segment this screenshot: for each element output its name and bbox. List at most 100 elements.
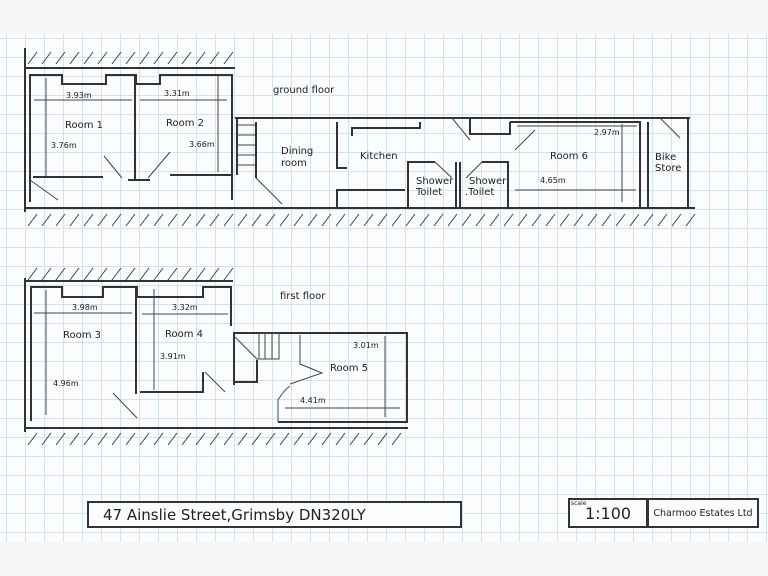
hatch-mark bbox=[209, 213, 220, 227]
hatch-mark bbox=[279, 213, 290, 227]
hatch-mark bbox=[237, 432, 248, 446]
hatch-mark bbox=[181, 432, 192, 446]
first-floor-plan: first floor 3.98m Room 3 4.96m 3.32m Roo… bbox=[24, 278, 408, 432]
hatch-mark bbox=[27, 51, 38, 65]
hatch-mark bbox=[195, 432, 206, 446]
bike-store-label-2: Store bbox=[655, 163, 681, 174]
room-6-depth: 2.97m bbox=[594, 128, 620, 137]
room-3-width: 3.98m bbox=[72, 303, 98, 312]
hatch-mark bbox=[139, 51, 150, 65]
hatch-mark bbox=[363, 213, 374, 227]
shower-toilet-2-label: Shower bbox=[469, 176, 507, 187]
hatch-mark bbox=[97, 432, 108, 446]
hatch-mark bbox=[125, 213, 136, 227]
hatch-mark bbox=[153, 432, 164, 446]
hatch-mark bbox=[55, 213, 66, 227]
hatch-mark bbox=[265, 432, 276, 446]
hatch-mark bbox=[391, 213, 402, 227]
hatch-mark bbox=[223, 213, 234, 227]
room-1-depth: 3.76m bbox=[51, 141, 77, 150]
hatch-mark bbox=[69, 51, 80, 65]
hatch-mark bbox=[181, 51, 192, 65]
hatch-mark bbox=[111, 267, 122, 281]
hatch-mark bbox=[83, 213, 94, 227]
hatch-mark bbox=[587, 213, 598, 227]
hatch-mark bbox=[321, 213, 332, 227]
hatch-mark bbox=[181, 267, 192, 281]
hatch-mark bbox=[685, 213, 696, 227]
hatch-mark bbox=[153, 213, 164, 227]
hatch-mark bbox=[97, 267, 108, 281]
hatch-mark bbox=[503, 213, 514, 227]
shower-toilet-1-label-2: Toilet bbox=[415, 187, 442, 198]
hatch-mark bbox=[517, 213, 528, 227]
hatch-mark bbox=[167, 213, 178, 227]
address-text: 47 Ainslie Street,Grimsby DN320LY bbox=[103, 505, 366, 524]
company-name: Charmoo Estates Ltd bbox=[653, 507, 753, 519]
hatch-mark bbox=[363, 432, 374, 446]
room-4-width: 3.32m bbox=[172, 303, 198, 312]
hatch-mark bbox=[489, 213, 500, 227]
hatch-mark bbox=[83, 51, 94, 65]
room-3-depth: 4.96m bbox=[53, 379, 79, 388]
room-2-width: 3.31m bbox=[164, 89, 190, 98]
hatch-mark bbox=[41, 213, 52, 227]
hatch-mark bbox=[391, 432, 402, 446]
scale-box: scale 1:100 bbox=[568, 498, 648, 528]
room-6-width: 4.65m bbox=[540, 176, 566, 185]
hatch-mark bbox=[223, 51, 234, 65]
hatch-mark bbox=[265, 213, 276, 227]
hatch-mark bbox=[27, 213, 38, 227]
hatch-mark bbox=[125, 267, 136, 281]
hatch-mark bbox=[111, 432, 122, 446]
hatch-mark bbox=[307, 432, 318, 446]
hatch-mark bbox=[167, 51, 178, 65]
hatch-mark bbox=[293, 213, 304, 227]
room-5-label: Room 5 bbox=[330, 363, 368, 374]
room-1-label: Room 1 bbox=[65, 120, 103, 131]
hatch-mark bbox=[181, 213, 192, 227]
hatch-mark bbox=[153, 51, 164, 65]
hatch-mark bbox=[377, 213, 388, 227]
bike-store-label: Bike bbox=[655, 152, 676, 163]
hatch-mark bbox=[41, 267, 52, 281]
hatch-mark bbox=[223, 432, 234, 446]
kitchen-label: Kitchen bbox=[360, 151, 398, 162]
room-3-label: Room 3 bbox=[63, 330, 101, 341]
hatch-mark bbox=[83, 267, 94, 281]
hatch-mark bbox=[97, 213, 108, 227]
hatch-mark bbox=[335, 213, 346, 227]
company-box: Charmoo Estates Ltd bbox=[647, 498, 759, 528]
hatch-mark bbox=[461, 213, 472, 227]
hatch-mark bbox=[55, 432, 66, 446]
hatch-mark bbox=[55, 267, 66, 281]
hatch-mark bbox=[307, 213, 318, 227]
hatch-mark bbox=[657, 213, 668, 227]
hatch-mark bbox=[27, 267, 38, 281]
hatch-mark bbox=[671, 213, 682, 227]
hatch-mark bbox=[349, 432, 360, 446]
hatch-mark bbox=[41, 432, 52, 446]
hatch-mark bbox=[195, 51, 206, 65]
hatch-mark bbox=[615, 213, 626, 227]
hatch-mark bbox=[139, 432, 150, 446]
hatch-mark bbox=[251, 213, 262, 227]
hatch-mark bbox=[139, 213, 150, 227]
hatch-mark bbox=[209, 432, 220, 446]
hatch-mark bbox=[349, 213, 360, 227]
room-5-depth: 3.01m bbox=[353, 341, 379, 350]
hatch-mark bbox=[405, 213, 416, 227]
hatch-mark bbox=[433, 213, 444, 227]
hatch-mark bbox=[237, 213, 248, 227]
shower-toilet-1-label: Shower bbox=[416, 176, 454, 187]
ground-floor-plan: ground floor 3.93m Room 1 3.76m 3.31m Ro… bbox=[24, 48, 695, 212]
hatch-mark bbox=[125, 51, 136, 65]
shower-toilet-2-label-2: .Toilet bbox=[465, 187, 494, 198]
hatch-mark bbox=[447, 213, 458, 227]
ground-floor-heading: ground floor bbox=[273, 85, 335, 96]
hatch-mark bbox=[55, 51, 66, 65]
room-2-depth: 3.66m bbox=[189, 140, 215, 149]
hatch-mark bbox=[195, 267, 206, 281]
